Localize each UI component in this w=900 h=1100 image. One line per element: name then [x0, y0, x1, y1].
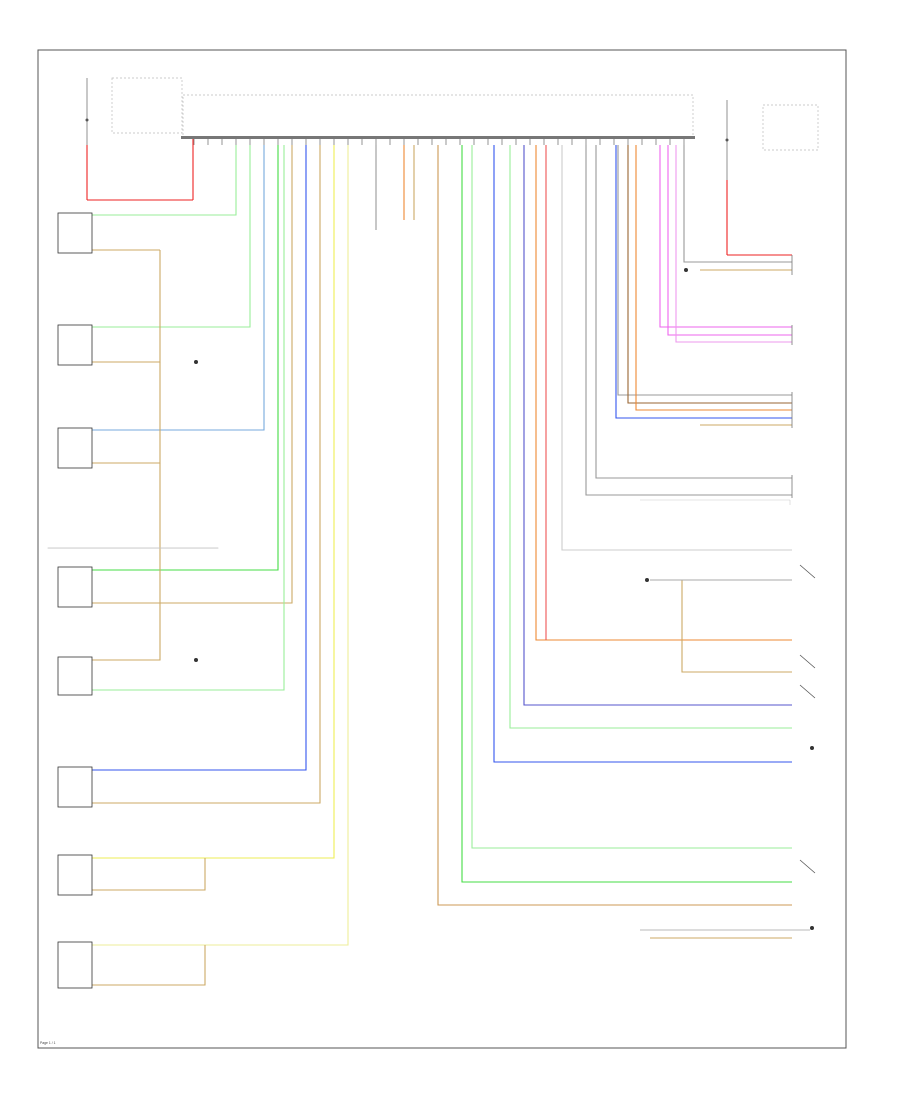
- wire-green-long-2: [509, 145, 792, 729]
- wire-light-green-2: [92, 145, 251, 328]
- accessory-module-2: [57, 766, 93, 808]
- module-pins: [193, 139, 685, 145]
- wire-tan-8: [92, 945, 206, 986]
- wire-bundle: [92, 145, 792, 986]
- wire-light-yellow: [92, 145, 349, 946]
- wire-orange-r: [635, 145, 792, 411]
- wire-tan-6: [92, 145, 321, 804]
- wire-gray-long-1: [561, 145, 792, 551]
- wire-brown-long: [437, 145, 792, 906]
- wire-gray-long-2: [585, 145, 792, 496]
- wire-green-long-1: [461, 145, 792, 883]
- wire-light-green-3: [92, 145, 285, 691]
- wire-gray-r2: [683, 145, 792, 263]
- wire-pink-3: [675, 145, 792, 343]
- sensor-2: [57, 324, 93, 366]
- page-label: Page 1 / 1: [40, 1041, 56, 1045]
- wire-tan-4: [92, 145, 293, 604]
- wire-tan-2: [92, 250, 161, 363]
- wire-tan-5: [92, 463, 161, 661]
- wire-gray-r1: [617, 145, 792, 396]
- diagram-frame: [37, 49, 847, 1049]
- accessory-module-1: [57, 566, 93, 608]
- wire-light-blue: [92, 145, 265, 431]
- accessory-module-4: [57, 941, 93, 989]
- wire-light-green-1: [92, 145, 237, 216]
- wire-pink-2: [667, 145, 792, 336]
- wire-gray-long-3: [595, 145, 792, 479]
- wire-blue-1: [92, 145, 307, 771]
- right-components: [640, 255, 816, 931]
- accessory-module-3: [57, 854, 93, 896]
- wire-yellow-1: [92, 145, 335, 859]
- left-fuse-feed: [85, 77, 194, 201]
- wire-orange-long: [535, 145, 792, 641]
- wire-tan-7: [92, 858, 206, 891]
- sensor-1: [57, 212, 93, 254]
- wire-purple-long: [523, 145, 792, 706]
- wire-brown-r: [627, 145, 792, 404]
- wire-blue-r: [615, 145, 792, 419]
- sensor-3: [57, 427, 93, 469]
- left-components: [47, 212, 219, 989]
- wire-pink-1: [659, 145, 792, 328]
- wire-tan-3: [92, 362, 161, 464]
- sensor-4: [57, 656, 93, 696]
- right-fuse-feed: [725, 100, 819, 256]
- wire-tan-vert: [681, 580, 792, 673]
- wire-green-1: [92, 145, 279, 571]
- wire-blue-long: [493, 145, 792, 763]
- central-control-module: [181, 94, 695, 145]
- wire-light-green-long: [471, 145, 792, 849]
